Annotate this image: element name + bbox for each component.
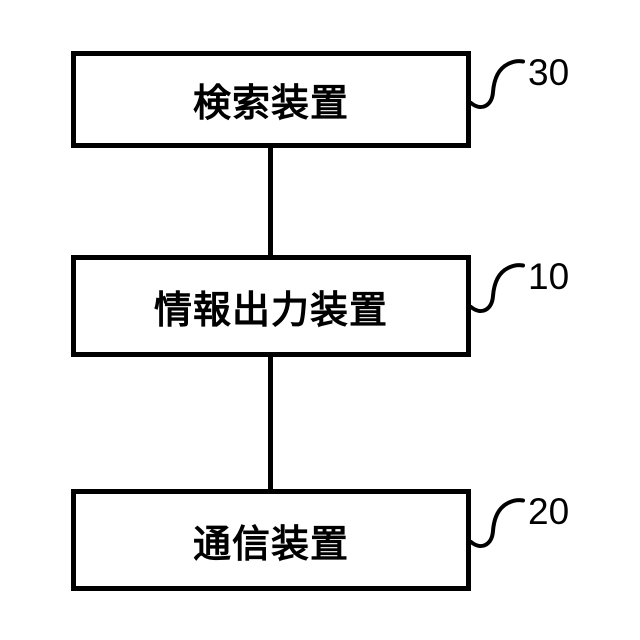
- ref-number-10: 10: [528, 256, 570, 297]
- box-information-output-device: 情報出力装置: [71, 255, 471, 357]
- leader-line-ref-20: [469, 498, 525, 548]
- box-communication-device: 通信装置: [71, 489, 471, 591]
- box-search-device-label: 検索装置: [192, 83, 349, 125]
- ref-number-30: 30: [528, 52, 570, 93]
- box-information-output-device-label: 情報出力装置: [153, 289, 388, 332]
- leader-line-ref-10: [469, 263, 525, 313]
- ref-number-20: 20: [528, 491, 570, 532]
- box-search-device: 検索装置: [71, 51, 471, 148]
- leader-line-ref-30: [469, 59, 525, 109]
- box-communication-device-label: 通信装置: [192, 523, 349, 566]
